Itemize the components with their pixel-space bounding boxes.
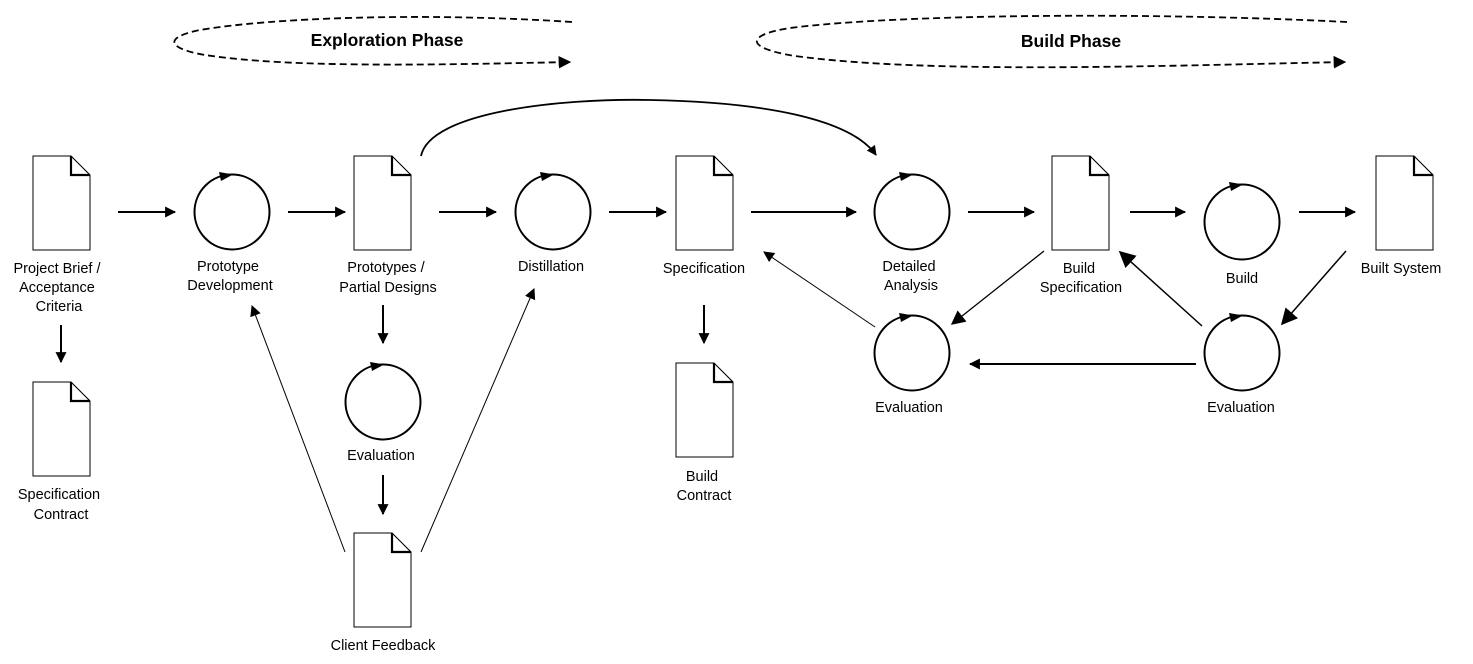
cycle-icon [193,172,271,251]
node-label: Specification [663,261,745,277]
cycle-icon [1203,313,1281,392]
node-label: Prototypes / Partial Designs [339,260,437,296]
edge-prototypes-to-detailed-analysis [420,98,877,157]
edge-client-feedback-to-distillation [420,287,536,553]
phase-exploration: Exploration Phase [173,16,573,69]
phase-build: Build Phase [756,14,1348,69]
phase-loop-arrow [756,14,1348,69]
node-prototype-development[interactable]: Prototype Development [187,172,273,294]
document-icon [32,381,91,477]
node-client-feedback[interactable]: Client Feedback [331,532,437,654]
node-build-specification[interactable]: Build Specification [1040,155,1122,296]
edge-build-spec-to-evaluation [950,250,1045,325]
node-specification-contract[interactable]: Specification Contract [18,381,104,523]
phase-title: Exploration Phase [311,30,464,50]
node-label: Build [1226,271,1258,287]
edge-built-system-to-evaluation [1280,250,1347,326]
node-label: Client Feedback [331,638,437,654]
document-icon [675,155,734,251]
node-label: Project Brief / Acceptance Criteria [13,261,104,315]
cycle-icon [514,172,592,251]
node-label: Evaluation [875,400,943,416]
cycle-icon [873,313,951,392]
node-project-brief[interactable]: Project Brief / Acceptance Criteria [13,155,104,315]
document-icon [353,532,412,628]
node-label: Detailed Analysis [882,259,939,294]
phase-title: Build Phase [1021,31,1121,51]
document-icon [1051,155,1110,251]
node-label: Evaluation [347,448,415,464]
node-label: Build Specification [1040,261,1122,296]
node-prototypes-partial-designs[interactable]: Prototypes / Partial Designs [339,155,437,296]
node-label: Build Contract [677,469,732,504]
node-label: Prototype Development [187,259,272,294]
node-label: Evaluation [1207,400,1275,416]
phase-loop-arrow [173,16,573,69]
node-build[interactable]: Build [1203,182,1281,287]
node-built-system[interactable]: Built System [1361,155,1442,277]
node-evaluation-build[interactable]: Evaluation [1203,313,1281,416]
node-evaluation-analysis[interactable]: Evaluation [873,313,951,416]
edge-evaluation-to-specification [763,251,876,328]
node-specification[interactable]: Specification [663,155,745,277]
node-label: Distillation [518,259,584,275]
node-distillation[interactable]: Distillation [514,172,592,275]
edge-client-feedback-to-prototype-dev [250,304,346,553]
node-build-contract[interactable]: Build Contract [675,362,734,504]
node-label: Built System [1361,261,1442,277]
document-icon [32,155,91,251]
document-icon [353,155,412,251]
node-label: Specification Contract [18,487,104,523]
document-icon [675,362,734,458]
edge-evaluation-to-build-spec [1118,250,1203,327]
cycle-icon [1203,182,1281,261]
node-evaluation-exploration[interactable]: Evaluation [344,362,422,464]
document-icon [1375,155,1434,251]
edges [55,98,1357,553]
node-detailed-analysis[interactable]: Detailed Analysis [873,172,951,294]
cycle-icon [344,362,422,441]
cycle-icon [873,172,951,251]
